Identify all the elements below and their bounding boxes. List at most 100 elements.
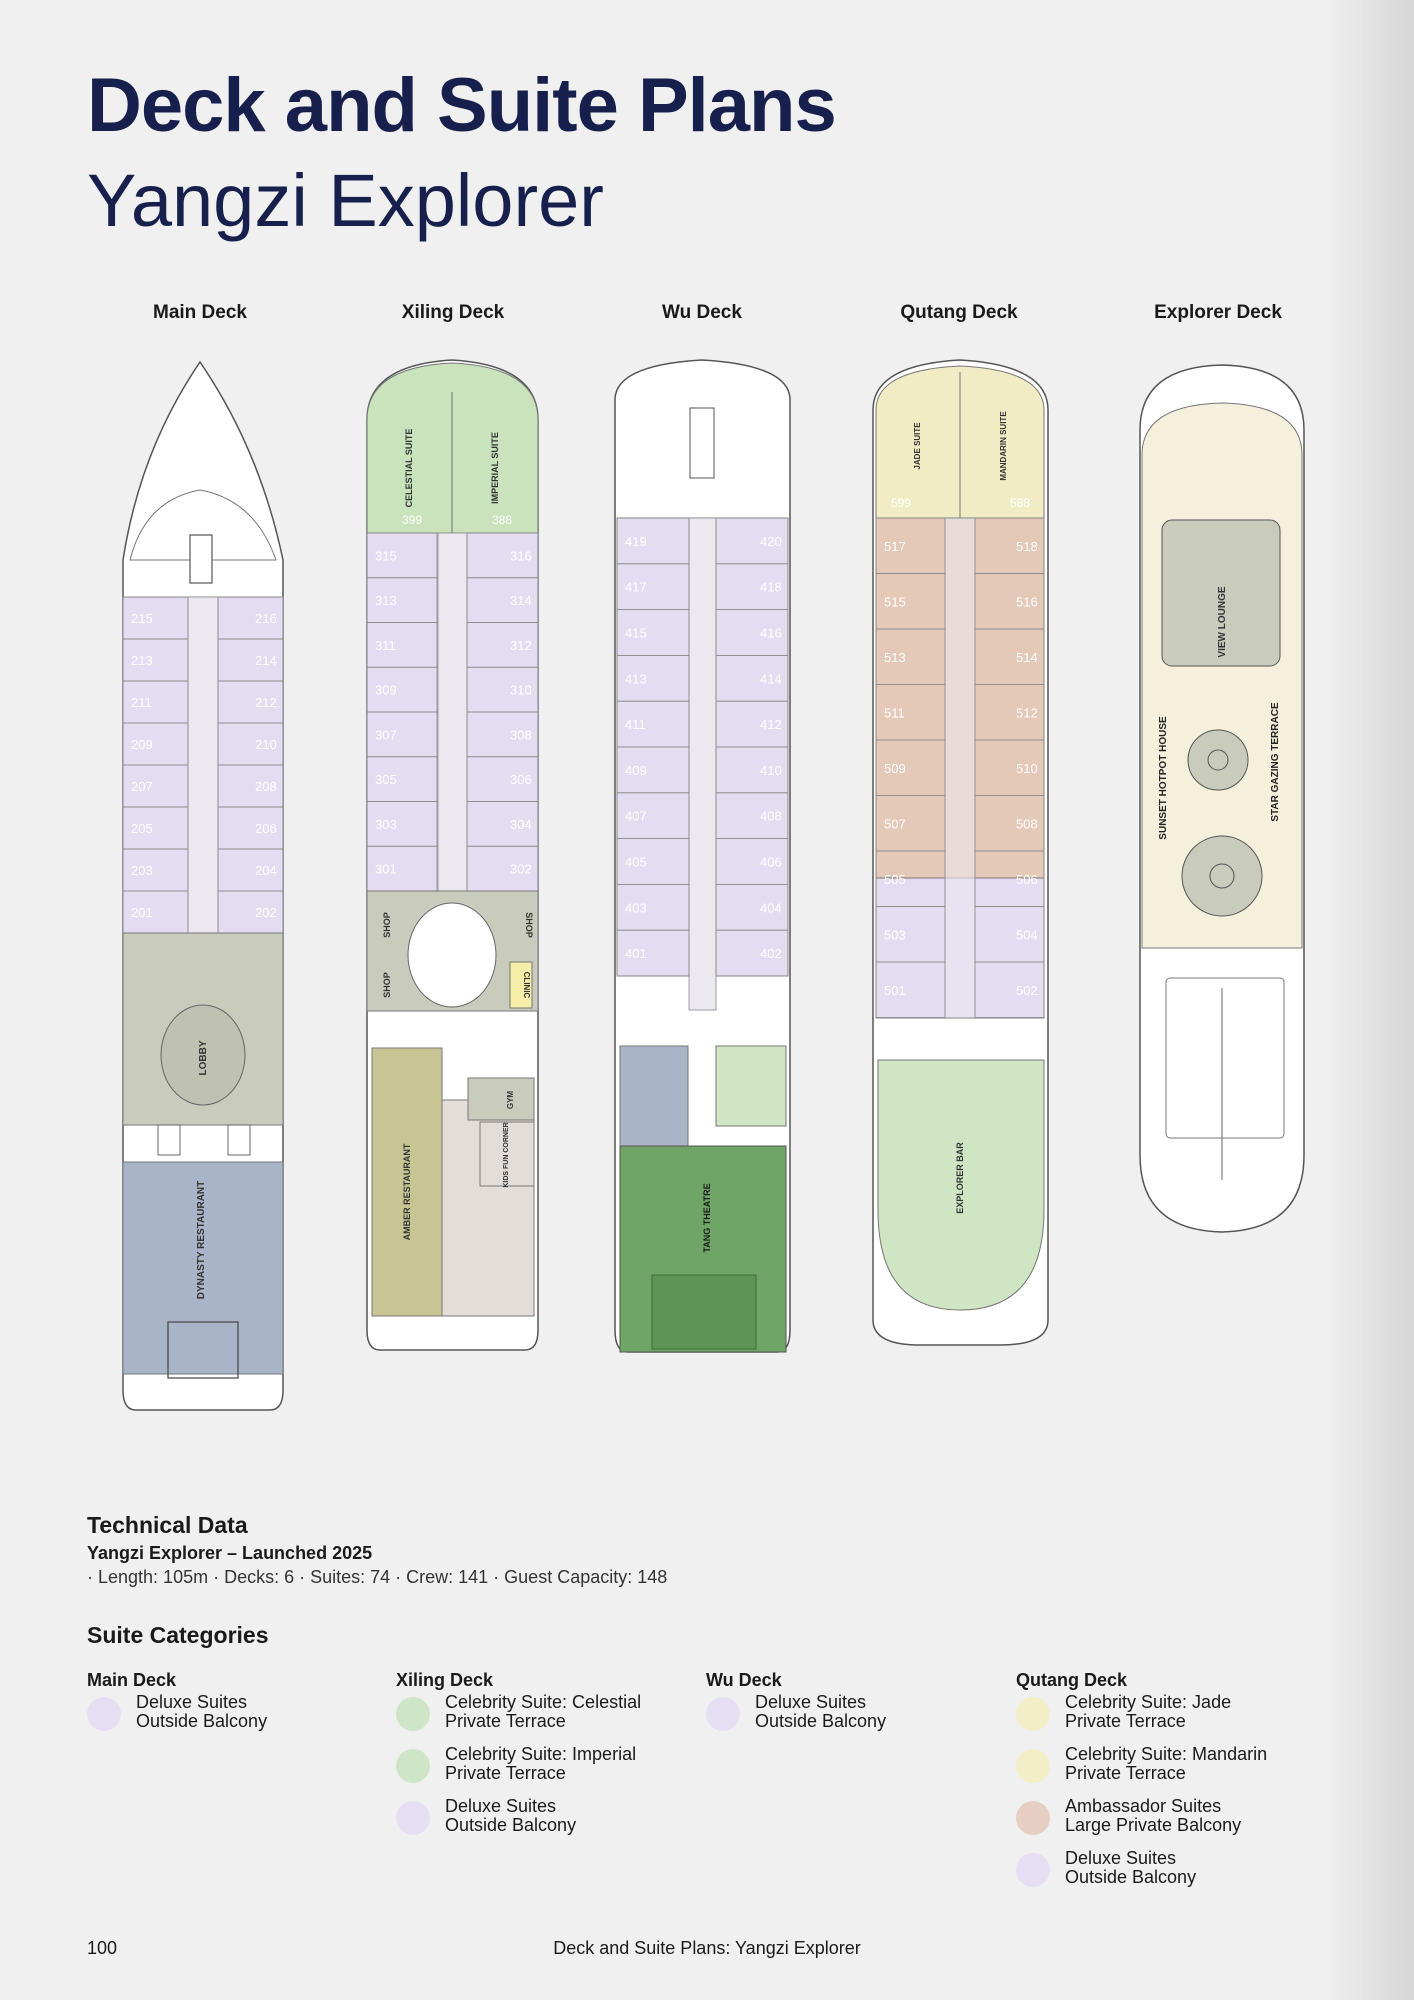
cabin-number: 406 (760, 855, 782, 870)
cabin-number: 215 (131, 611, 153, 626)
category-name: Deluxe Suites (445, 1796, 557, 1816)
category-desc: Private Terrace (445, 1763, 566, 1783)
cabin-number: 508 (1016, 816, 1038, 831)
xiling-deck-shop-right: SHOP (524, 912, 534, 938)
qutang-deck-suite-588: 588 (1010, 496, 1030, 510)
category-name: Deluxe Suites (1065, 1848, 1177, 1868)
category-item: Deluxe Suites Outside Balcony (706, 1693, 1006, 1745)
wu-deck-theatre-label: TANG THEATRE (702, 1183, 712, 1252)
cabin-number: 209 (131, 737, 153, 752)
cabin-number: 507 (884, 816, 906, 831)
wu-deck-blue-room (619, 1045, 689, 1147)
category-column-qutang: Qutang Deck Celebrity Suite: Jade Privat… (1016, 1670, 1316, 1901)
qutang-deck-mandarin-label: MANDARIN SUITE (999, 411, 1008, 481)
category-desc: Private Terrace (445, 1711, 566, 1731)
cabin-number: 509 (884, 761, 906, 776)
category-text: Deluxe Suites Outside Balcony (755, 1693, 886, 1731)
category-deck-wu: Wu Deck (706, 1670, 782, 1690)
cabin-number: 512 (1016, 705, 1038, 720)
cabin-number: 301 (375, 862, 397, 877)
main-deck-stairwell (189, 534, 213, 584)
cabin-number: 205 (131, 821, 153, 836)
cabin-number: 407 (625, 809, 647, 824)
xiling-deck-atrium (407, 902, 497, 1008)
category-column-xiling: Xiling Deck Celebrity Suite: Celestial P… (396, 1670, 696, 1849)
cabin-outline (715, 929, 789, 977)
cabin-number: 413 (625, 671, 647, 686)
category-color-dot (396, 1749, 430, 1783)
category-deck-xiling: Xiling Deck (396, 1670, 494, 1690)
main-deck-restaurant-label: DYNASTY RESTAURANT (196, 1181, 207, 1300)
qutang-deck-corridor (944, 517, 976, 1019)
wu-deck-green-room (715, 1045, 787, 1127)
cabin-number: 314 (510, 593, 532, 608)
xiling-deck-plan: CELESTIAL SUITE IMPERIAL SUITE 399 388 3… (366, 359, 539, 1351)
cabin-number: 513 (884, 650, 906, 665)
qutang-deck-jade-label: JADE SUITE (913, 422, 922, 470)
cabin-number: 514 (1016, 650, 1038, 665)
category-name: Celebrity Suite: Imperial (445, 1744, 637, 1764)
cabin-outline (616, 929, 690, 977)
qutang-deck-bar-area (877, 1059, 1045, 1311)
cabin-number: 418 (760, 580, 782, 595)
technical-ship-line: Yangzi Explorer – Launched 2025 (87, 1543, 373, 1563)
category-deck-main: Main Deck (87, 1670, 177, 1690)
cabin-number: 313 (375, 593, 397, 608)
cabin-number: 210 (255, 737, 277, 752)
cabin-outline (974, 961, 1045, 1018)
cabin-number: 311 (375, 638, 396, 653)
cabin-number: 420 (760, 534, 782, 549)
xiling-deck-amber-label: AMBER RESTAURANT (402, 1143, 412, 1240)
cabin-number: 510 (1016, 761, 1038, 776)
xiling-deck-amber-restaurant (371, 1047, 443, 1317)
cabin-number: 412 (760, 717, 782, 732)
category-item: Deluxe Suites Outside Balcony (396, 1797, 696, 1849)
cabin-number: 202 (255, 905, 277, 920)
cabin-number: 309 (375, 683, 397, 698)
main-deck-aft-stair (167, 1321, 239, 1379)
cabin-number: 204 (255, 863, 277, 878)
category-desc: Private Terrace (1065, 1711, 1186, 1731)
xiling-deck-gym-label: GYM (506, 1091, 515, 1110)
page-title: Deck and Suite Plans (87, 63, 837, 148)
cabin-number: 414 (760, 671, 782, 686)
category-text: Celebrity Suite: Celestial Private Terra… (445, 1693, 641, 1731)
cabin-number: 504 (1016, 927, 1038, 942)
cabin-number: 206 (255, 821, 277, 836)
cabin-number: 214 (255, 653, 277, 668)
cabin-number: 316 (510, 548, 532, 563)
cabin-number: 211 (131, 695, 152, 710)
category-desc: Private Terrace (1065, 1763, 1186, 1783)
cabin-number: 401 (625, 946, 647, 961)
category-color-dot (1016, 1749, 1050, 1783)
technical-data-heading: Technical Data (87, 1512, 248, 1538)
cabin-number: 403 (625, 900, 647, 915)
deck-label-xiling: Xiling Deck (401, 302, 505, 323)
cabin-number: 310 (510, 683, 532, 698)
cabin-number: 415 (625, 626, 647, 641)
deck-label-main: Main Deck (153, 302, 247, 323)
footer-title: Deck and Suite Plans: Yangzi Explorer (553, 1938, 861, 1958)
explorer-deck-jacuzzi-inner (1209, 863, 1235, 889)
cabin-number: 409 (625, 763, 647, 778)
xiling-deck-suite-388: 388 (492, 513, 512, 527)
cabin-number: 213 (131, 653, 153, 668)
cabin-number: 505 (884, 872, 906, 887)
explorer-deck-hotpot-label: SUNSET HOTPOT HOUSE (1158, 716, 1169, 840)
cabin-number: 517 (884, 539, 906, 554)
deck-label-qutang: Qutang Deck (900, 302, 1018, 323)
cabin-outline (875, 961, 946, 1018)
cabin-number: 416 (760, 626, 782, 641)
xiling-deck-gym (467, 1077, 535, 1121)
category-desc: Outside Balcony (136, 1711, 268, 1731)
xiling-deck-imperial-label: IMPERIAL SUITE (490, 432, 500, 504)
category-text: Celebrity Suite: Jade Private Terrace (1065, 1693, 1231, 1731)
deck-label-wu: Wu Deck (662, 302, 742, 323)
cabin-number: 502 (1016, 983, 1038, 998)
category-item: Celebrity Suite: Jade Private Terrace (1016, 1693, 1316, 1745)
category-desc: Outside Balcony (445, 1815, 577, 1835)
category-name: Celebrity Suite: Celestial (445, 1692, 642, 1712)
